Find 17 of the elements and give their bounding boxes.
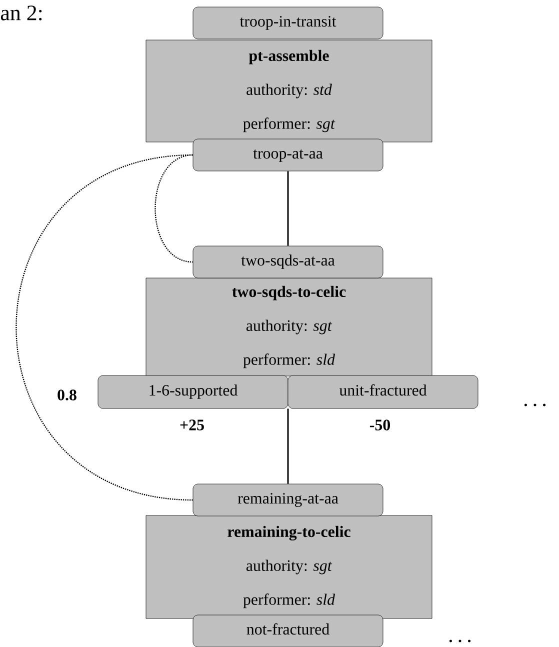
connector-line [287,171,289,246]
state-box: troop-in-transit [192,6,384,40]
state-box: unit-fractured [288,375,478,409]
heading-fragment: an 2: [0,6,42,20]
state-box: troop-at-aa [192,138,384,172]
ellipsis: . . . [524,404,546,406]
weight-label: +25 [180,420,204,430]
state-box: two-sqds-at-aa [192,246,384,278]
dotted-link [16,154,193,501]
dotted-link [154,154,193,263]
state-box: remaining-at-aa [192,484,384,516]
ellipsis: . . . [449,640,471,642]
connector-line [287,408,289,484]
state-box: not-fractured [192,614,384,647]
weight-label: -50 [370,420,390,430]
weight-label: 0.8 [58,390,76,400]
state-box: 1-6-supported [98,375,288,409]
